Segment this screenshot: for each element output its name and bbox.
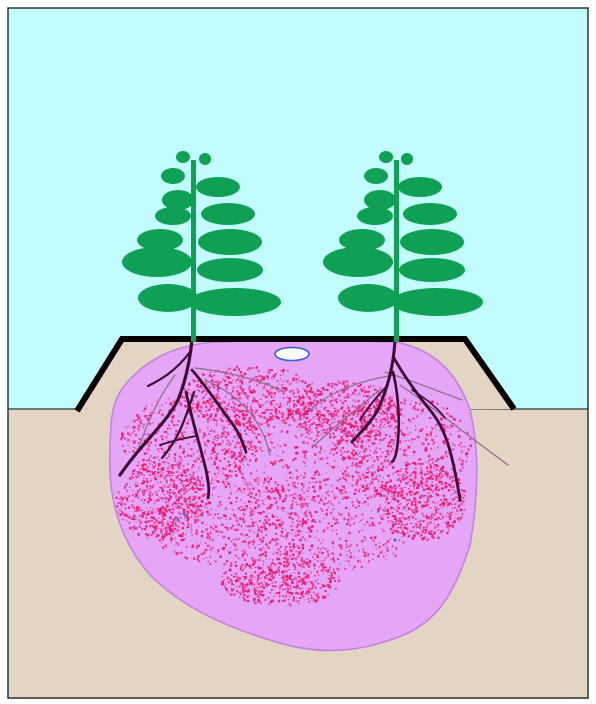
water-drop-icon [275,348,309,361]
left-tree-trunk [191,160,196,342]
